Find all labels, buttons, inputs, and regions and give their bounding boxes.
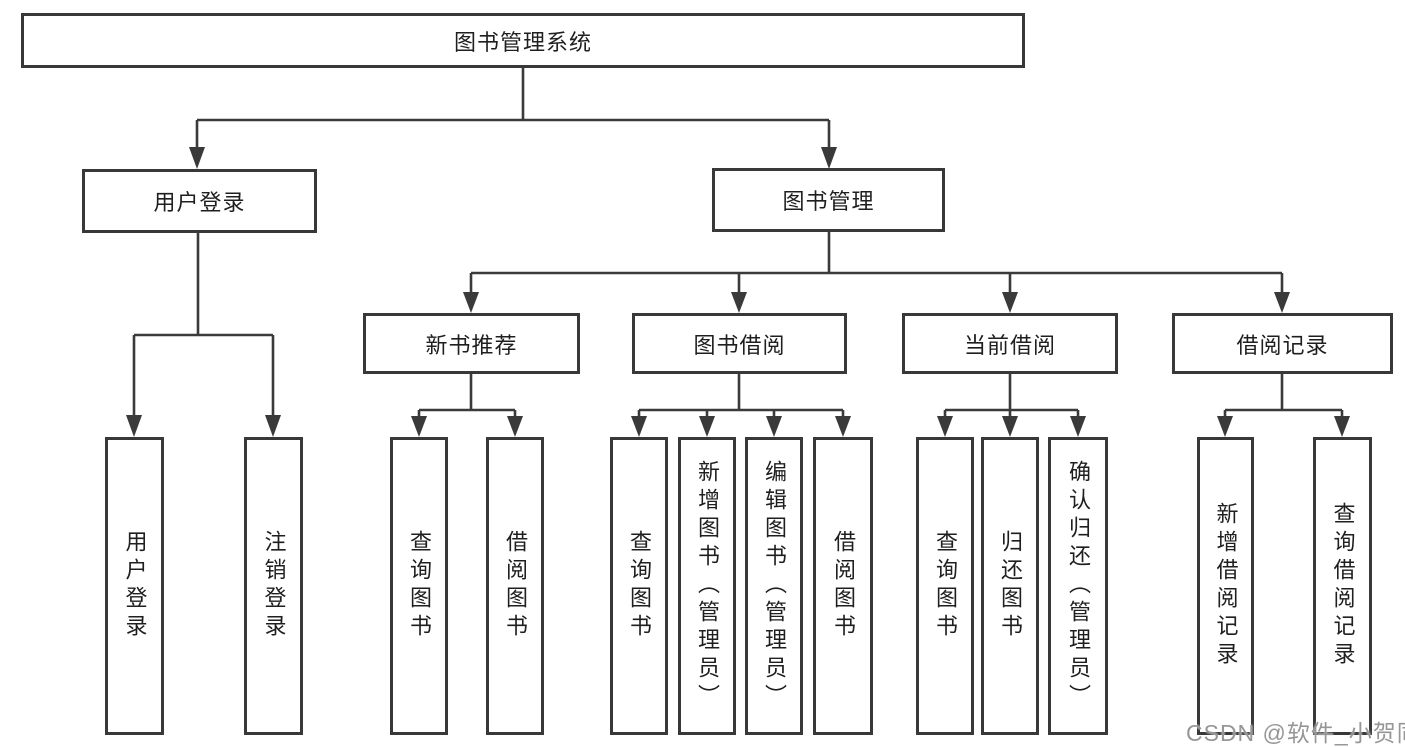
node-label: 用户登录 (122, 530, 148, 642)
node-book-management: 图书管理 (712, 168, 945, 232)
node-label: 用户登录 (153, 190, 246, 215)
node-user-login: 用户登录 (82, 169, 317, 233)
node-label: 确认归还（管理员） (1066, 460, 1091, 712)
node-label: 注销登录 (261, 530, 287, 642)
node-new-book-recommend: 新书推荐 (363, 313, 580, 374)
leaf-query-books-recommend: 查询图书 (390, 437, 448, 735)
node-label: 新增图书（管理员） (695, 460, 720, 712)
node-label: 查询图书 (407, 530, 432, 642)
leaf-return-book: 归还图书 (981, 437, 1039, 735)
leaf-query-borrow-record: 查询借阅记录 (1313, 437, 1372, 735)
node-label: 当前借阅 (963, 332, 1056, 358)
leaf-add-book-admin: 新增图书（管理员） (678, 437, 736, 735)
leaf-confirm-return-admin: 确认归还（管理员） (1048, 437, 1108, 735)
node-label: 图书管理 (782, 189, 875, 214)
node-library-management-system: 图书管理系统 (21, 13, 1025, 68)
node-label: 归还图书 (998, 530, 1023, 642)
node-label: 借阅图书 (503, 530, 528, 642)
node-current-borrow: 当前借阅 (902, 313, 1118, 374)
node-label: 查询借阅记录 (1330, 502, 1356, 670)
leaf-user-login: 用户登录 (105, 437, 164, 735)
node-label: 图书管理系统 (453, 29, 592, 55)
node-label: 查询图书 (627, 530, 652, 642)
node-label: 图书借阅 (693, 332, 786, 358)
leaf-borrow-books-recommend: 借阅图书 (486, 437, 544, 735)
node-label: 编辑图书（管理员） (762, 460, 787, 712)
leaf-add-borrow-record: 新增借阅记录 (1197, 437, 1254, 735)
leaf-query-books-borrow: 查询图书 (610, 437, 668, 735)
csdn-watermark: CSDN @软件_小贺同学 (1186, 720, 1405, 746)
leaf-query-books-current: 查询图书 (916, 437, 974, 735)
node-label: 新增借阅记录 (1213, 502, 1239, 670)
leaf-edit-book-admin: 编辑图书（管理员） (745, 437, 803, 735)
leaf-logout: 注销登录 (244, 437, 303, 735)
node-label: 借阅记录 (1236, 332, 1329, 358)
node-borrow-records: 借阅记录 (1172, 313, 1393, 374)
node-book-borrow: 图书借阅 (632, 313, 847, 374)
node-label: 新书推荐 (425, 332, 518, 358)
node-label: 查询图书 (933, 530, 958, 642)
node-label: 借阅图书 (831, 530, 856, 642)
leaf-borrow-books: 借阅图书 (813, 437, 873, 735)
